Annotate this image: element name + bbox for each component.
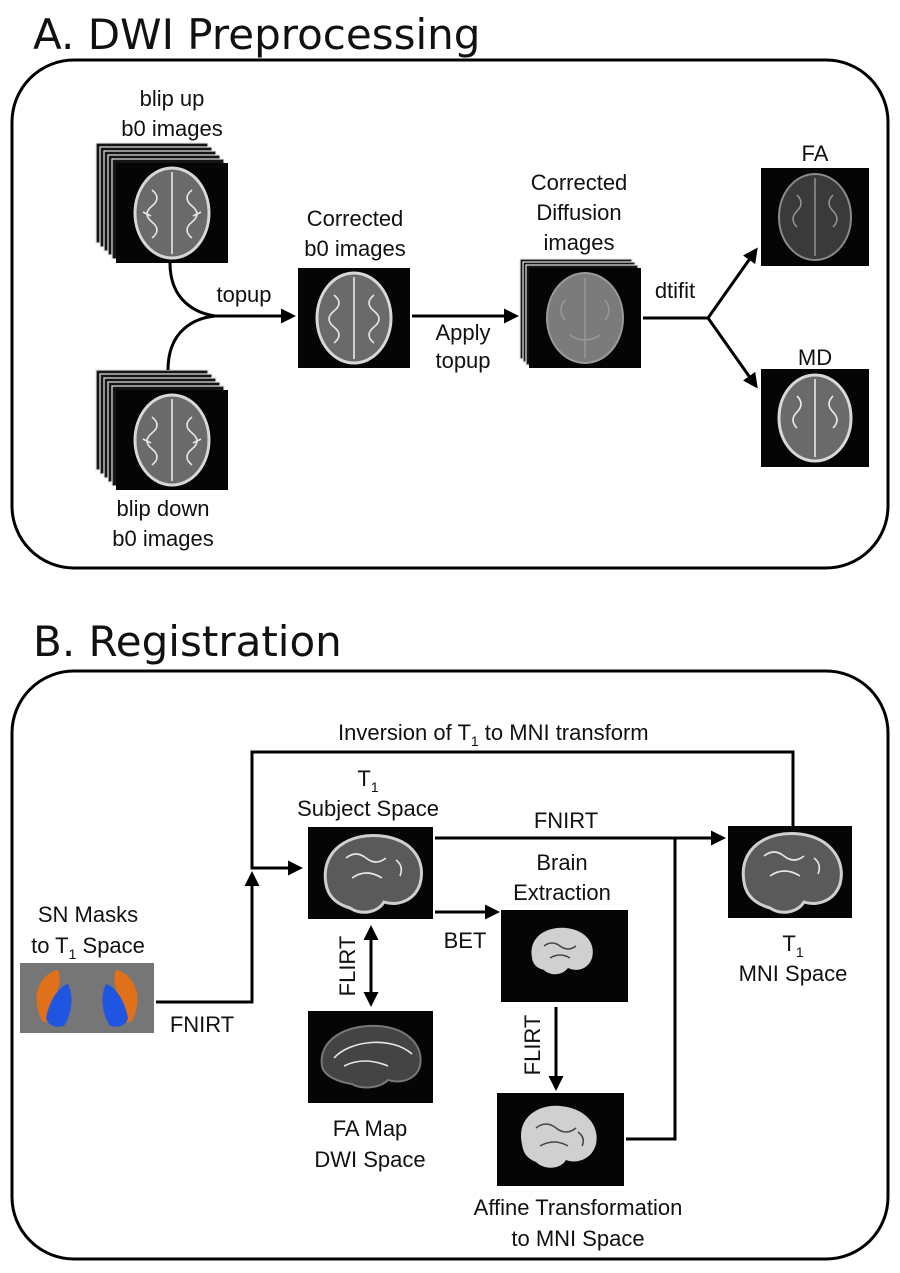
panel-a-frame (10, 58, 890, 570)
fnirt-masks-label: FNIRT (170, 1012, 234, 1037)
corrected-diffusion-label-line3: images (544, 230, 615, 255)
blip-up-label-line2: b0 images (121, 116, 223, 141)
t1-mni-label-line1: T1 (782, 931, 803, 960)
fa-label: FA (802, 141, 829, 166)
blip-down-b0-stack (95, 369, 228, 490)
flirt-left-label: FLIRT (335, 936, 360, 997)
sn-masks-image (20, 963, 154, 1033)
topup-curve-from-blip-down (166, 314, 216, 371)
affine-image (497, 1093, 624, 1186)
brain-extraction-label-line1: Brain (536, 850, 587, 875)
blip-up-label-line1: blip up (140, 86, 205, 111)
apply-topup-label-line2: topup (435, 348, 490, 373)
t1-mni-label-line2: MNI Space (739, 961, 848, 986)
bet-label: BET (444, 928, 487, 953)
corrected-diffusion-label-line2: Diffusion (536, 200, 621, 225)
t1-subject-label-line1: T1 (357, 766, 378, 795)
topup-label: topup (216, 282, 271, 307)
md-label: MD (798, 345, 832, 370)
panel-b-frame (10, 669, 890, 1261)
apply-topup-label-line1: Apply (435, 320, 490, 345)
inversion-arrow (250, 750, 795, 876)
dtifit-arrow-fa (706, 247, 758, 319)
blip-up-b0-stack (95, 142, 228, 263)
brain-extraction-label-line2: Extraction (513, 880, 611, 905)
fa-map-label-line2: DWI Space (314, 1147, 425, 1172)
fa-map-image (308, 1011, 433, 1103)
t1-subject-label-line2: Subject Space (297, 796, 439, 821)
affine-to-mni-connector (626, 838, 677, 1141)
corrected-b0-image (298, 268, 410, 368)
brain-extraction-image (501, 910, 628, 1002)
corrected-b0-label-line2: b0 images (304, 236, 406, 261)
corrected-b0-label-line1: Corrected (307, 206, 404, 231)
t1-subject-image (308, 827, 433, 919)
fa-image (761, 168, 869, 266)
fa-map-label-line1: FA Map (333, 1116, 408, 1141)
flirt-right-label: FLIRT (520, 1015, 545, 1076)
affine-label-line1: Affine Transformation (474, 1195, 683, 1220)
corrected-diffusion-stack (519, 258, 641, 368)
sn-masks-label-line1: SN Masks (38, 902, 138, 927)
topup-curve-from-blip-up (168, 262, 216, 318)
affine-label-line2: to MNI Space (511, 1226, 644, 1251)
dtifit-arrow-md (706, 317, 758, 389)
fnirt-masks-arrow (156, 871, 260, 1004)
inversion-label: Inversion of T1 to MNI transform (338, 720, 649, 749)
sn-masks-label-line2: to T1 Space (31, 933, 145, 962)
corrected-diffusion-label-line1: Corrected (531, 170, 628, 195)
md-image (761, 369, 869, 467)
blip-down-label-line1: blip down (117, 496, 210, 521)
fnirt-t1-to-mni-label: FNIRT (534, 808, 598, 833)
panel-a-title: A. DWI Preprocessing (33, 10, 480, 59)
blip-down-label-line2: b0 images (112, 526, 214, 551)
dtifit-label: dtifit (655, 278, 695, 303)
t1-mni-image (728, 826, 852, 918)
panel-b-title: B. Registration (33, 617, 342, 666)
